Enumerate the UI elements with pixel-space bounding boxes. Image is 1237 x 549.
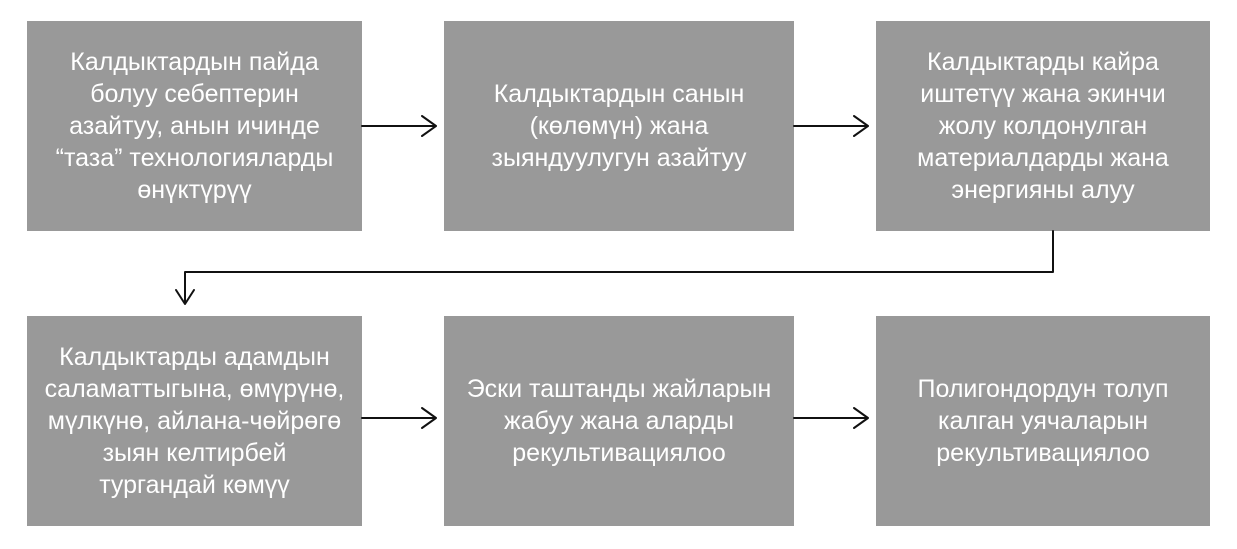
step-box-6: Полигондордун толуп калган уячаларын рек… xyxy=(876,316,1210,526)
arrow-3-to-4 xyxy=(175,230,1054,305)
step-box-2: Калдыктардын санын (көлөмүн) жана зыянду… xyxy=(444,21,794,231)
arrow-2-to-3 xyxy=(793,115,869,137)
step-box-4-text: Калдыктарды адамдын саламаттыгына, өмүрү… xyxy=(44,343,345,499)
step-box-1-text: Калдыктардын пайда болуу себептерин азай… xyxy=(55,48,334,204)
step-box-1: Калдыктардын пайда болуу себептерин азай… xyxy=(27,21,362,231)
arrow-5-to-6 xyxy=(793,407,869,429)
step-box-5-text: Эски таштанды жайларын жабуу жана аларды… xyxy=(466,375,772,467)
arrow-4-to-5 xyxy=(361,407,437,429)
step-box-4: Калдыктарды адамдын саламаттыгына, өмүрү… xyxy=(27,316,362,526)
step-box-2-text: Калдыктардын санын (көлөмүн) жана зыянду… xyxy=(491,80,747,172)
arrow-1-to-2 xyxy=(361,115,437,137)
step-box-6-text: Полигондордун толуп калган уячаларын рек… xyxy=(917,375,1169,467)
step-box-3: Калдыктарды кайра иштетүү жана экинчи жо… xyxy=(876,21,1210,231)
step-box-5: Эски таштанды жайларын жабуу жана аларды… xyxy=(444,316,794,526)
step-box-3-text: Калдыктарды кайра иштетүү жана экинчи жо… xyxy=(917,48,1169,204)
